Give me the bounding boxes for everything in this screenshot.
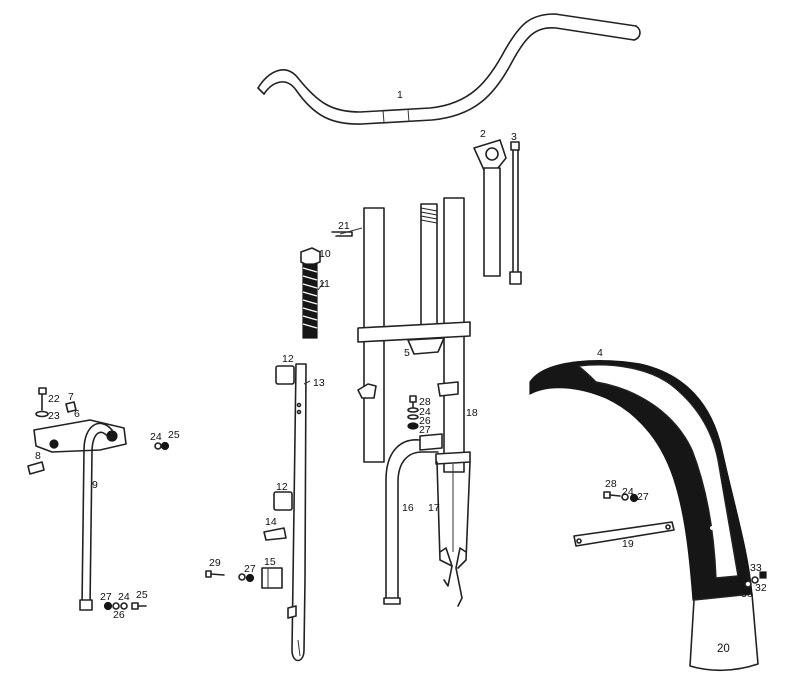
mudguard-bolt-stack	[603, 491, 639, 503]
callout-7: 7	[68, 391, 74, 403]
callout-16: 16	[402, 502, 414, 514]
callout-25-upper-left: 25	[168, 429, 180, 441]
callout-23: 23	[48, 410, 60, 422]
mudguard-stay	[573, 521, 675, 547]
callout-17: 17	[428, 502, 440, 514]
callout-1: 1	[397, 89, 403, 101]
fork-stay	[383, 433, 443, 605]
long-bolt	[509, 141, 522, 285]
callout-27-rod: 27	[244, 563, 256, 575]
callout-2: 2	[480, 128, 486, 140]
callout-30: 30	[741, 588, 753, 600]
callout-28-middle: 28	[419, 396, 431, 408]
callout-3: 3	[511, 131, 517, 143]
clip	[331, 231, 353, 237]
rod-nut	[238, 573, 255, 583]
handlebar	[257, 13, 641, 125]
callout-6: 6	[74, 408, 80, 420]
callout-14: 14	[265, 516, 277, 528]
callout-19: 19	[622, 538, 634, 550]
callout-24-mudguard: 24	[622, 486, 634, 498]
callout-26-lower-left: 26	[113, 609, 125, 621]
rod-bolt	[205, 570, 225, 578]
lock-tab	[65, 401, 77, 413]
fork-assembly	[357, 197, 471, 607]
callout-28-mudguard: 28	[605, 478, 617, 490]
callout-29: 29	[209, 557, 221, 569]
mudguard	[529, 360, 753, 601]
middle-bolt-stack	[407, 395, 419, 430]
callout-12-lower: 12	[276, 481, 288, 493]
damper-rod	[287, 363, 307, 662]
callout-24-middle: 24	[419, 406, 431, 418]
callout-13: 13	[313, 377, 325, 389]
callout-33: 33	[750, 562, 762, 574]
callout-27-middle: 27	[419, 424, 431, 436]
callout-10: 10	[319, 248, 331, 260]
callout-labels: 1 2 3 4 5 6 7 8 9 10 11 12 12 13 14 15 1…	[35, 89, 767, 655]
lower-bolt-stack	[103, 601, 147, 611]
damper-bushing-lower	[273, 491, 293, 511]
callout-26-middle: 26	[419, 415, 431, 427]
coil-spring	[302, 263, 318, 339]
callout-5: 5	[404, 347, 410, 359]
upper-washer-nut	[154, 441, 170, 451]
callout-11: 11	[319, 278, 330, 290]
callout-31: 31	[737, 573, 749, 585]
callout-21: 21	[338, 220, 350, 232]
acorn-nut	[27, 461, 45, 475]
flap-hardware	[735, 571, 767, 593]
damper-block	[261, 567, 283, 589]
callout-24-upper-left: 24	[150, 431, 162, 443]
steering-brace	[33, 419, 127, 611]
damper-bushing-upper	[275, 365, 295, 385]
callout-27-mudguard: 27	[637, 491, 649, 503]
stem-clamp-tube	[473, 139, 507, 277]
callout-27-lower-left: 27	[100, 591, 112, 603]
spring-nut	[300, 247, 321, 267]
callout-32: 32	[755, 582, 767, 594]
callout-4: 4	[597, 347, 603, 359]
callout-9: 9	[92, 479, 98, 491]
callout-24-lower-left: 24	[118, 591, 130, 603]
callout-8: 8	[35, 450, 41, 462]
damper-cup	[263, 527, 287, 541]
callout-18: 18	[466, 407, 478, 419]
callout-15: 15	[264, 556, 276, 568]
pinch-bolt	[35, 387, 49, 418]
callout-20: 20	[717, 643, 730, 655]
callout-22: 22	[48, 393, 60, 405]
mud-flap	[689, 593, 759, 672]
callout-25-lower-left: 25	[136, 589, 148, 601]
leader-lines	[303, 227, 363, 385]
callout-12-upper: 12	[282, 353, 294, 365]
